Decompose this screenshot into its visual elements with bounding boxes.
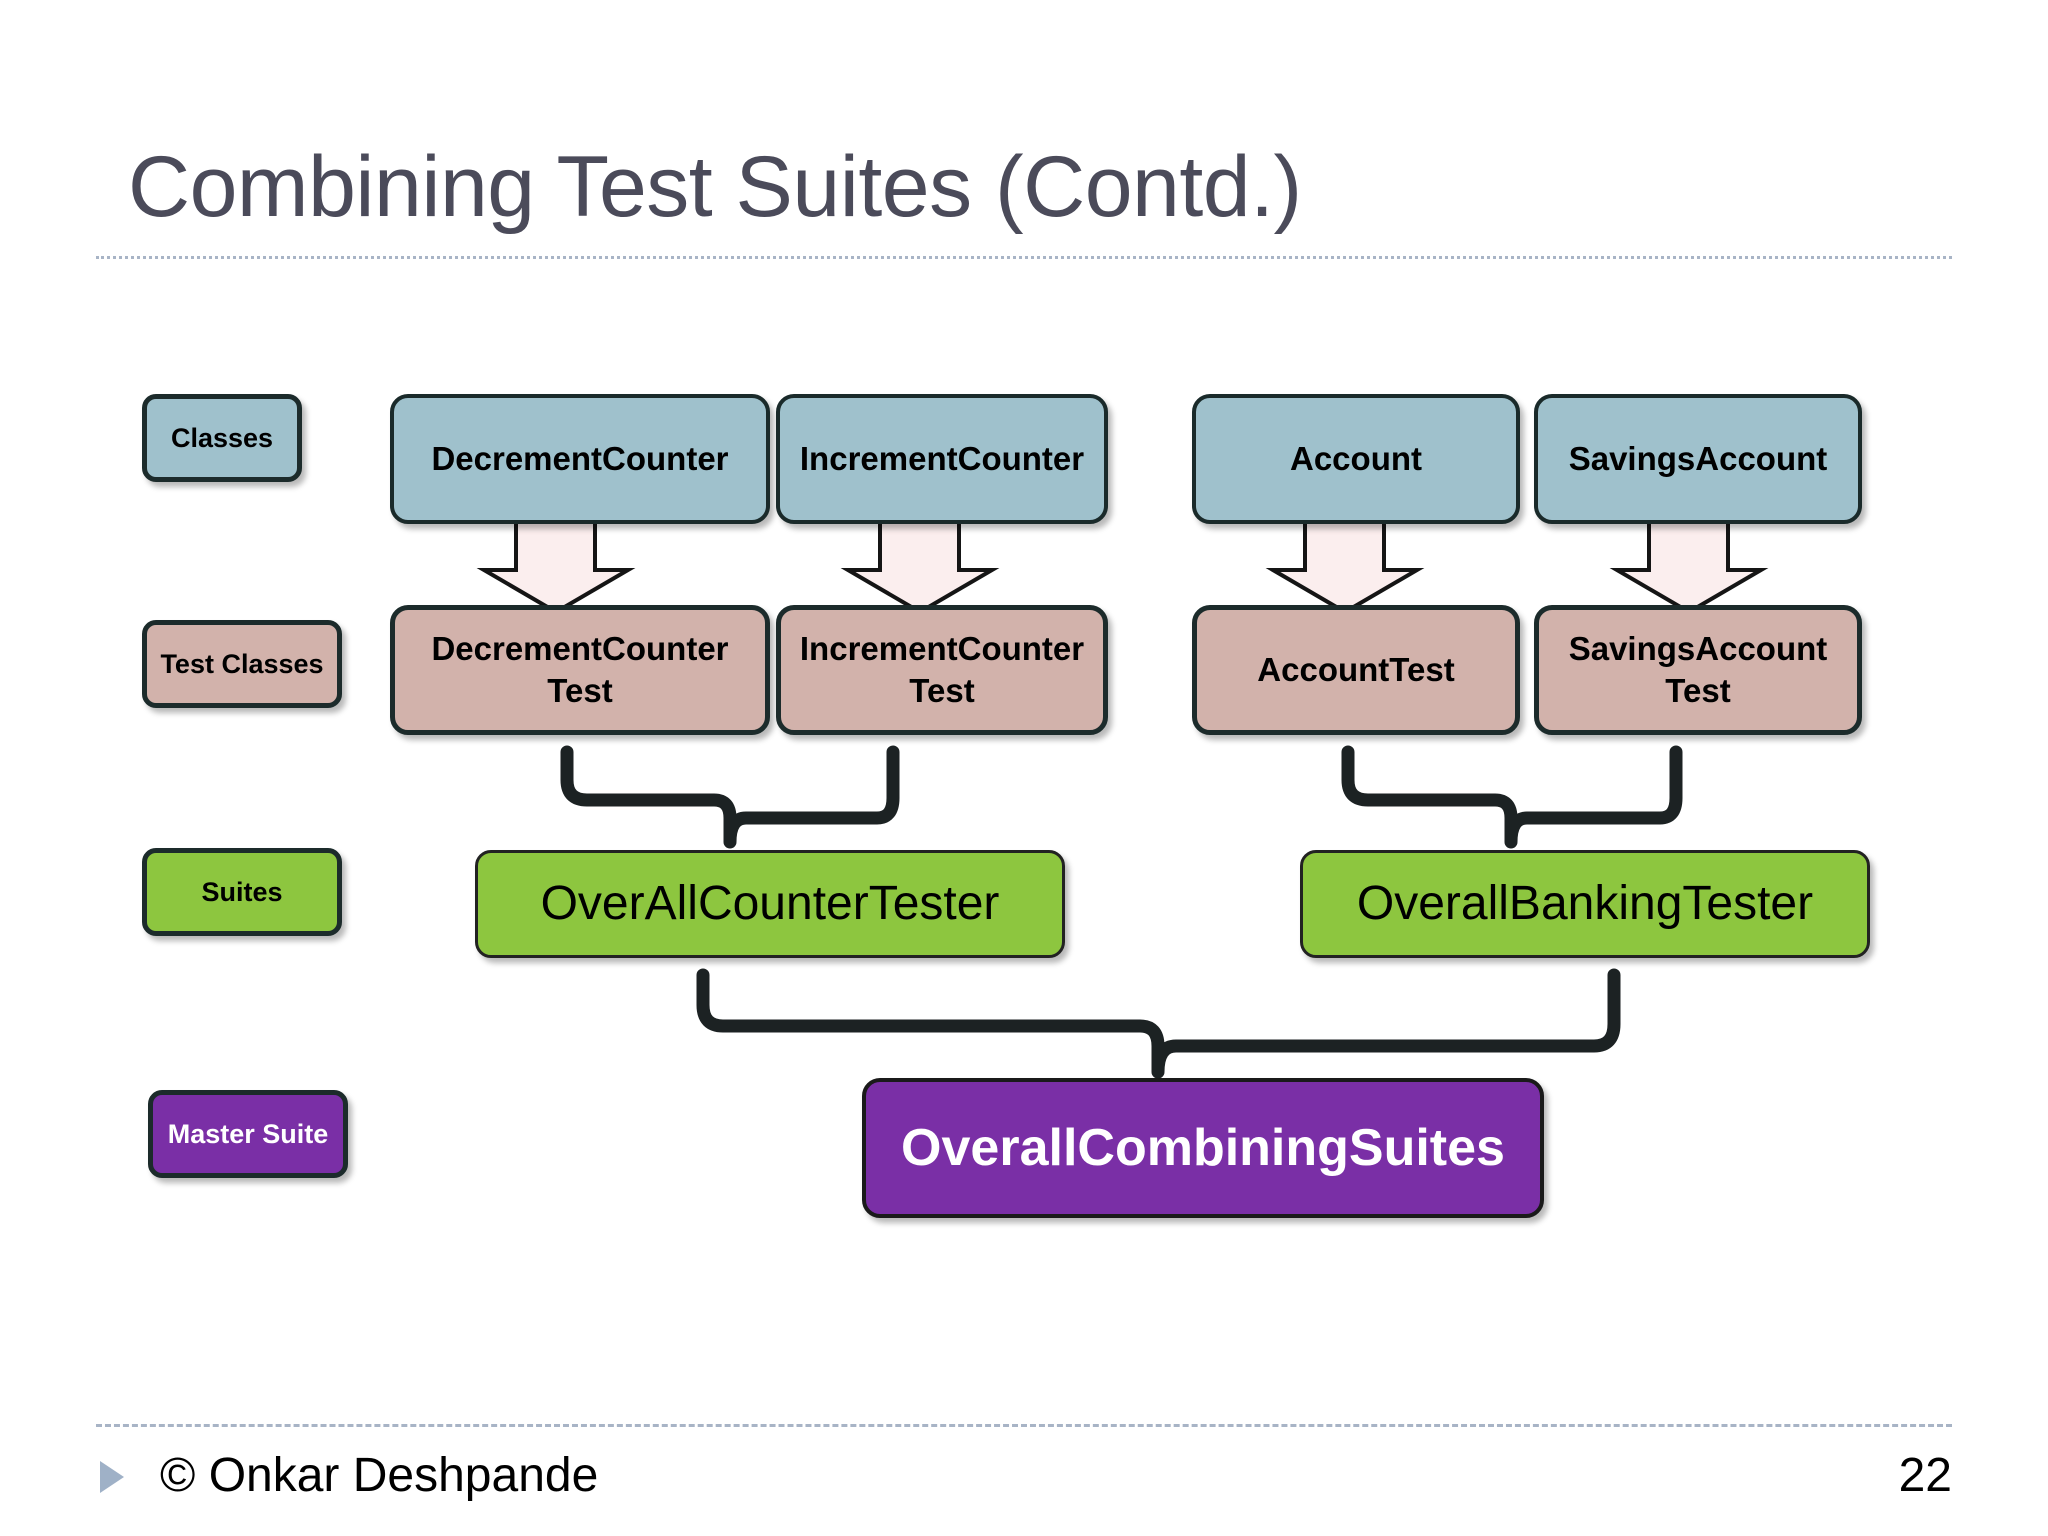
class-box-decrementcounter[interactable]: DecrementCounter [390,394,770,524]
legend-master-suite: Master Suite [148,1090,348,1178]
suite-box-overallcountertester[interactable]: OverAllCounterTester [475,850,1065,958]
test-class-box-accounttest[interactable]: AccountTest [1192,605,1520,735]
test-class-label: DecrementCounter Test [431,629,729,709]
test-class-box-savingsaccounttest[interactable]: SavingsAccount Test [1534,605,1862,735]
class-label: IncrementCounter [799,439,1085,477]
page-number: 22 [1898,1449,1952,1502]
test-class-box-decrementcountertest[interactable]: DecrementCounter Test [390,605,770,735]
master-suite-label: OverallCombiningSuites [901,1118,1505,1177]
test-class-box-incrementcountertest[interactable]: IncrementCounter Test [776,605,1108,735]
arrow-down-decrement [476,516,636,615]
legend-classes-label: Classes [170,422,274,453]
class-label: SavingsAccount [1568,439,1828,477]
brace-counter-tests [560,745,900,849]
master-suite-box-overallcombiningsuites[interactable]: OverallCombiningSuites [862,1078,1544,1218]
class-box-account[interactable]: Account [1192,394,1520,524]
legend-classes: Classes [142,394,302,482]
brace-suites-to-master [696,968,1621,1079]
class-box-savingsaccount[interactable]: SavingsAccount [1534,394,1862,524]
legend-test-classes: Test Classes [142,620,342,708]
footer-copyright: © Onkar Deshpande [160,1449,599,1502]
legend-suites-label: Suites [201,876,283,907]
title-divider [96,256,1952,259]
test-class-label: IncrementCounter Test [799,629,1085,709]
legend-suites: Suites [142,848,342,936]
legend-test-classes-label: Test Classes [160,648,324,679]
test-class-label: AccountTest [1257,650,1455,688]
suite-label: OverAllCounterTester [540,877,1000,931]
test-class-label: SavingsAccount Test [1568,629,1828,709]
legend-master-suite-label: Master Suite [167,1118,329,1149]
footer-divider [96,1424,1952,1427]
suite-label: OverallBankingTester [1356,877,1814,931]
suite-box-overallbankingtester[interactable]: OverallBankingTester [1300,850,1870,958]
arrow-down-savingsaccount [1609,516,1769,615]
arrow-down-account [1265,516,1425,615]
page-title: Combining Test Suites (Contd.) [128,139,1302,235]
arrow-down-increment [840,516,1000,615]
class-label: DecrementCounter [431,439,729,477]
triangle-right-icon [100,1461,124,1493]
class-label: Account [1290,439,1422,477]
brace-banking-tests [1341,745,1683,849]
class-box-incrementcounter[interactable]: IncrementCounter [776,394,1108,524]
